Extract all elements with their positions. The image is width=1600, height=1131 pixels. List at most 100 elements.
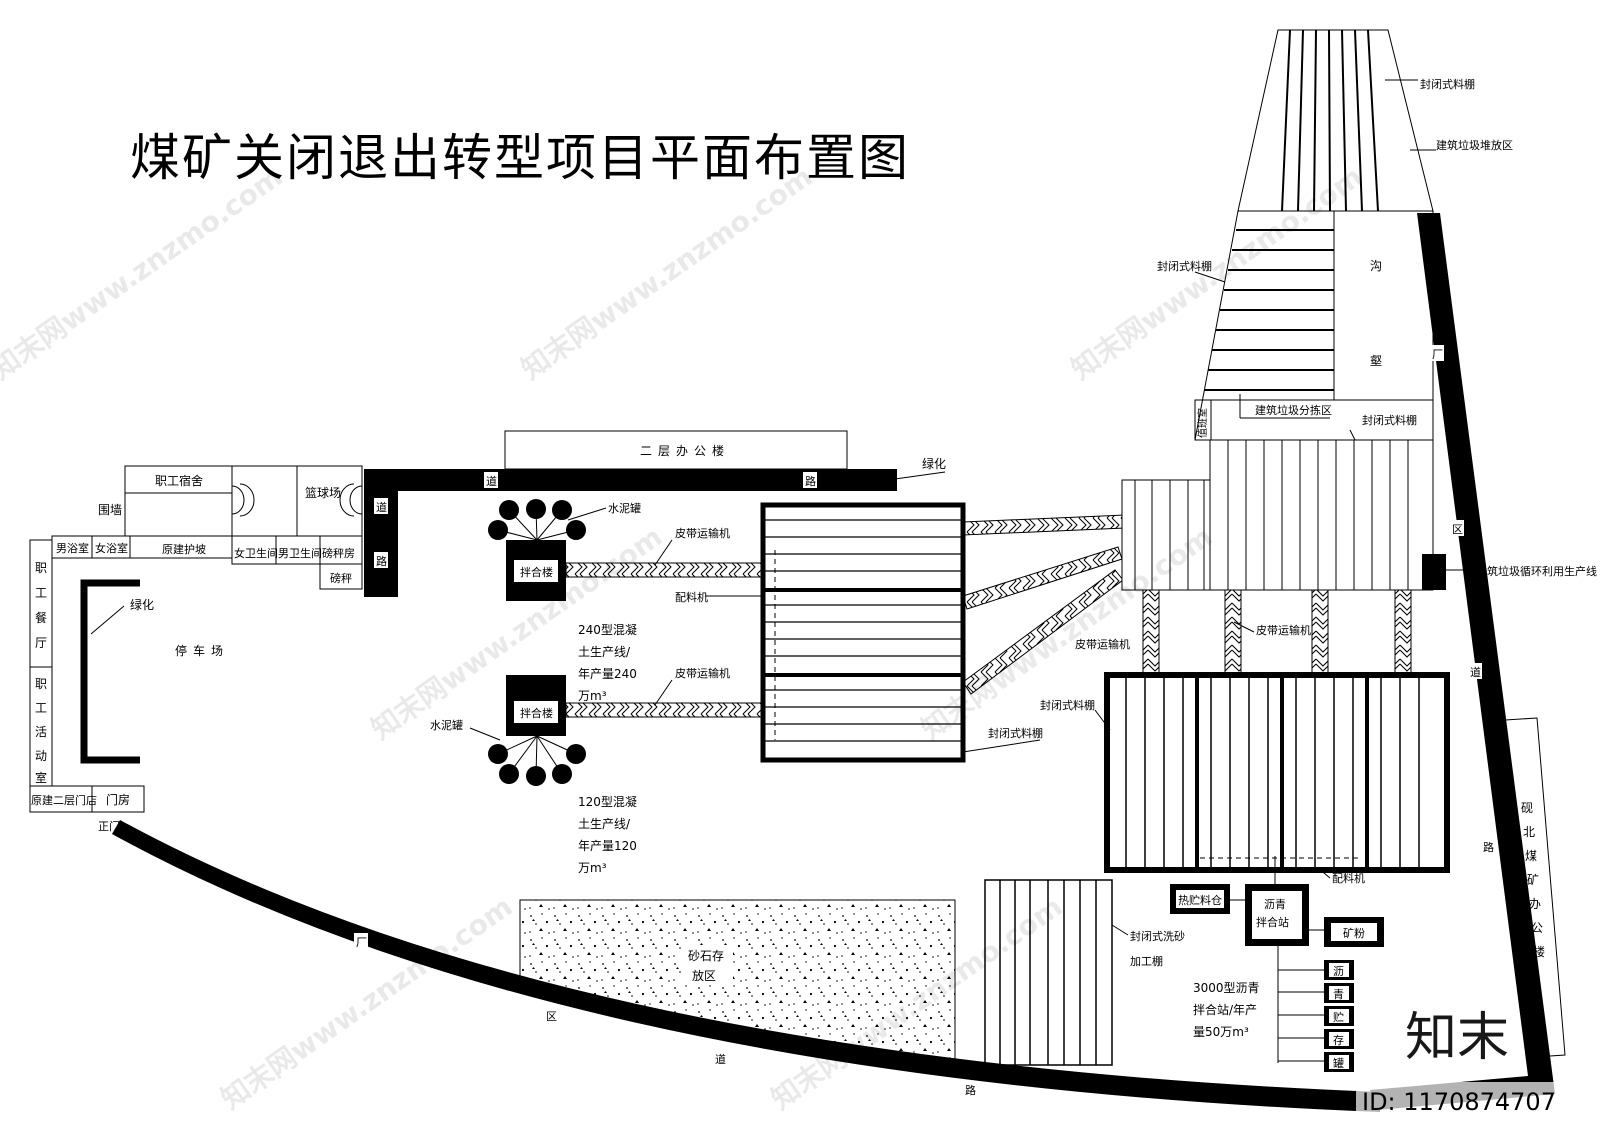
line120-note: 120型混凝 土生产线/ 年产量120 万m³ bbox=[578, 794, 637, 875]
wash-shed-1: 加工棚 bbox=[1130, 954, 1163, 968]
activity-char-0: 职 bbox=[35, 677, 47, 691]
road-char-short-1: 路 bbox=[376, 555, 387, 568]
concrete-plants: 水泥罐 拌合楼 皮带运输机 配料机 240型混凝 土生产线/ 年产量240 万m… bbox=[430, 499, 1043, 875]
recycling-shed bbox=[1209, 439, 1434, 591]
mixer-1-label: 拌合楼 bbox=[520, 565, 553, 579]
line120-1: 土生产线/ bbox=[578, 817, 631, 831]
women-bath-label: 女浴室 bbox=[95, 541, 128, 555]
watermark-text-5: 知末网www.znzmo.com bbox=[215, 890, 518, 1116]
road-char-short-0: 道 bbox=[376, 500, 387, 514]
shed-middle-rows bbox=[763, 519, 963, 742]
large-shed bbox=[1104, 672, 1450, 873]
road-right-1: 区 bbox=[1452, 523, 1463, 536]
greening-left-label: 绿化 bbox=[130, 597, 154, 612]
weigh-room bbox=[319, 563, 363, 590]
recycling-line-label: 建筑垃圾循环利用生产线 bbox=[1476, 564, 1597, 578]
shed-2-label: 封闭式料棚 bbox=[1420, 77, 1475, 91]
road-char-top-0: 道 bbox=[486, 474, 497, 488]
coal-office-char-4: 办 bbox=[1529, 896, 1541, 911]
weigh-house-label: 磅秤房 bbox=[322, 546, 355, 560]
road-right-2: 道 bbox=[1470, 665, 1481, 679]
asphalt-note-0: 3000型沥青 bbox=[1193, 981, 1260, 995]
left-compound: 职工宿舍 篮球场 围墙 男浴室 女浴室 原建护坡 女卫生间 男卫生间 磅秤房 磅… bbox=[29, 465, 363, 833]
road-bottom-3: 路 bbox=[965, 1084, 976, 1097]
office-label: 二层办公楼 bbox=[640, 443, 730, 458]
shed-5-label: 封闭式料棚 bbox=[1040, 698, 1095, 712]
batcher-2-label: 配料机 bbox=[1332, 871, 1365, 885]
dorm-label: 职工宿舍 bbox=[155, 473, 203, 488]
asphalt-note-1: 拌合站/年产 bbox=[1193, 1002, 1257, 1017]
shop-label: 原建二层门店 bbox=[31, 793, 97, 807]
asphalt-station-0: 沥青 bbox=[1264, 898, 1286, 911]
mineral-powder-label: 矿粉 bbox=[1343, 927, 1365, 940]
tank-char-2: 贮 bbox=[1333, 1011, 1344, 1024]
canteen-char-2: 餐 bbox=[35, 610, 47, 625]
coal-office-char-1: 北 bbox=[1523, 825, 1535, 839]
cement-tank-2-label: 水泥罐 bbox=[430, 719, 463, 732]
right-area: 封闭式料棚 建筑垃圾堆放区 沟 壑 封闭式料棚 值班室 建筑垃圾分拣区 bbox=[984, 29, 1597, 1072]
watermark-text-0: 知末网www.znzmo.com bbox=[0, 160, 288, 386]
guard-label: 门房 bbox=[106, 792, 130, 807]
cement-tanks-240 bbox=[488, 499, 586, 541]
road-bottom-1: 区 bbox=[546, 1010, 557, 1023]
weigh-label: 磅秤 bbox=[330, 571, 352, 585]
basketball-label: 篮球场 bbox=[305, 485, 341, 500]
connecting-belts: 皮带运输机 bbox=[962, 514, 1130, 695]
line240-2: 年产量240 bbox=[578, 667, 637, 681]
belt-120 bbox=[565, 702, 762, 718]
asphalt-note: 3000型沥青 拌合站/年产 量50万m³ bbox=[1193, 981, 1260, 1039]
activity-char-3: 动 bbox=[35, 749, 47, 763]
line120-0: 120型混凝 bbox=[578, 794, 637, 809]
watermark-text-1: 知末网www.znzmo.com bbox=[515, 160, 818, 386]
guard-house bbox=[91, 785, 145, 813]
factory-road: 厂 区 道 路 厂 区 道 路 bbox=[112, 213, 1555, 1112]
women-wc-label: 女卫生间 bbox=[234, 546, 278, 560]
shed-4-label: 封闭式料棚 bbox=[1362, 413, 1417, 427]
shed-1-label: 封闭式料棚 bbox=[988, 726, 1043, 740]
parking-label: 停车场 bbox=[175, 643, 229, 658]
belt-3-label: 皮带运输机 bbox=[1075, 637, 1130, 651]
coal-office-char-3: 矿 bbox=[1527, 873, 1539, 887]
top-road bbox=[364, 469, 897, 597]
asphalt-station-1: 拌合站 bbox=[1256, 915, 1289, 929]
cement-tanks-120 bbox=[488, 735, 586, 786]
road-bottom-2: 道 bbox=[715, 1052, 726, 1066]
activity-char-1: 工 bbox=[35, 701, 47, 715]
shed-middle bbox=[760, 502, 966, 763]
gully-char-0: 沟 bbox=[1370, 259, 1382, 273]
slope-label: 原建护坡 bbox=[162, 542, 206, 556]
asphalt-tanks: 沥 青 贮 存 罐 bbox=[1278, 960, 1354, 1072]
watermark-logo: 知末 bbox=[1405, 1008, 1509, 1068]
road-bottom-0: 厂 bbox=[356, 936, 367, 949]
men-wc-label: 男卫生间 bbox=[278, 546, 322, 560]
line240-note: 240型混凝 土生产线/ 年产量240 万m³ bbox=[578, 622, 637, 703]
activity-char-4: 室 bbox=[35, 770, 47, 785]
duty-room-label: 值班室 bbox=[1196, 408, 1209, 438]
line120-2: 年产量120 bbox=[578, 839, 637, 853]
road-right-3: 路 bbox=[1483, 841, 1494, 854]
waste-storage-label: 建筑垃圾堆放区 bbox=[1436, 138, 1513, 152]
canteen-label: 职 工 餐 厅 bbox=[35, 561, 47, 650]
canteen-char-0: 职 bbox=[35, 561, 47, 575]
watermark-id: ID: 1170874707 bbox=[1362, 1088, 1556, 1116]
road-char-top-1: 路 bbox=[805, 475, 816, 488]
asphalt-note-2: 量50万m³ bbox=[1193, 1025, 1249, 1039]
main-gate-label: 正门 bbox=[98, 819, 120, 833]
activity-label: 职 工 活 动 室 bbox=[35, 677, 47, 785]
gravel-1: 放区 bbox=[692, 968, 716, 983]
men-bath-label: 男浴室 bbox=[56, 541, 89, 555]
belt-1-label: 皮带运输机 bbox=[675, 526, 730, 540]
wash-shed-0: 封闭式洗砂 bbox=[1130, 929, 1185, 943]
coal-office-char-2: 煤 bbox=[1525, 849, 1537, 863]
canteen-char-1: 工 bbox=[35, 586, 47, 600]
wall-label: 围墙 bbox=[98, 503, 122, 517]
line240-1: 土生产线/ bbox=[578, 645, 631, 659]
belt-2-label: 皮带运输机 bbox=[675, 666, 730, 680]
shed-3-label: 封闭式料棚 bbox=[1157, 259, 1212, 273]
cement-tank-1-label: 水泥罐 bbox=[608, 502, 641, 515]
office-area: 二层办公楼 道 路 道 路 绿化 bbox=[364, 430, 946, 597]
drawing-title: 煤矿关闭退出转型项目平面布置图 bbox=[130, 129, 910, 187]
canteen-char-3: 厅 bbox=[35, 636, 47, 650]
tank-char-3: 存 bbox=[1333, 1033, 1344, 1047]
line240-0: 240型混凝 bbox=[578, 622, 637, 637]
